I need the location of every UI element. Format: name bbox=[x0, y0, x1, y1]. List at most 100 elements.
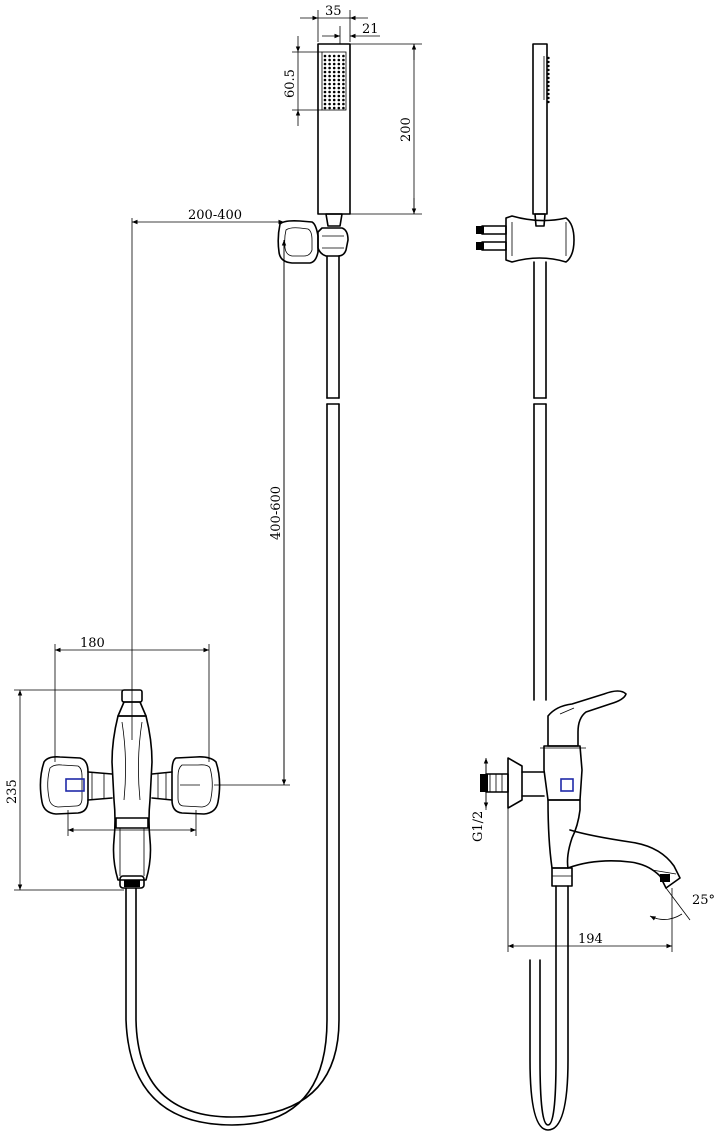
spray-nozzle bbox=[337, 74, 341, 78]
spray-nozzle bbox=[337, 106, 341, 110]
spray-side-nozzle bbox=[547, 88, 550, 92]
dim-head-offset: 21 bbox=[362, 22, 379, 37]
spray-nozzle bbox=[332, 102, 336, 106]
spray-nozzle bbox=[328, 90, 331, 94]
spray-nozzle bbox=[332, 66, 336, 70]
spray-nozzle bbox=[328, 66, 331, 70]
spray-side-nozzle bbox=[547, 68, 550, 72]
spray-nozzle bbox=[342, 106, 345, 110]
mixer-front bbox=[39, 689, 221, 889]
spray-nozzle bbox=[332, 86, 336, 90]
front-dimensions: 35 21 60.5 200 200-400 400-600 bbox=[5, 4, 422, 891]
spray-side-nozzle bbox=[547, 64, 550, 68]
hand-shower-front bbox=[317, 43, 351, 227]
spray-nozzle bbox=[342, 54, 345, 58]
spray-nozzle bbox=[342, 66, 345, 70]
spray-nozzle bbox=[332, 82, 336, 86]
wall-holder-side bbox=[476, 215, 575, 263]
spray-nozzle bbox=[337, 78, 341, 82]
spray-nozzle bbox=[332, 90, 336, 94]
spray-nozzle bbox=[337, 58, 341, 62]
spray-nozzle bbox=[323, 102, 327, 106]
spray-nozzle bbox=[337, 70, 341, 74]
spray-nozzle bbox=[323, 66, 327, 70]
spray-nozzle bbox=[337, 82, 341, 86]
spray-nozzle bbox=[328, 82, 331, 86]
spray-nozzle bbox=[332, 94, 336, 98]
spray-nozzle bbox=[328, 54, 331, 58]
spray-nozzle bbox=[323, 86, 327, 90]
spray-nozzle bbox=[332, 58, 336, 62]
spray-nozzle bbox=[337, 62, 341, 66]
spray-side-nozzle bbox=[547, 92, 550, 96]
spray-side-nozzle bbox=[547, 84, 550, 88]
spray-nozzle bbox=[337, 90, 341, 94]
hand-shower-side bbox=[532, 43, 550, 227]
dim-spray-height: 60.5 bbox=[283, 69, 298, 98]
dim-holder-distance: 200-400 bbox=[188, 208, 242, 223]
spray-side-nozzle bbox=[547, 80, 550, 84]
spray-side-nozzle bbox=[547, 60, 550, 64]
dim-head-height: 200 bbox=[399, 117, 414, 142]
spray-nozzle bbox=[332, 78, 336, 82]
spray-nozzle bbox=[342, 94, 345, 98]
spray-side-nozzle bbox=[547, 96, 550, 100]
spray-nozzle bbox=[337, 86, 341, 90]
spray-nozzle bbox=[337, 98, 341, 102]
spray-side-nozzle bbox=[547, 56, 550, 60]
spray-nozzle bbox=[323, 78, 327, 82]
spray-side-nozzle bbox=[547, 100, 550, 104]
spray-nozzle bbox=[323, 82, 327, 86]
spray-nozzle bbox=[332, 62, 336, 66]
spray-nozzle bbox=[342, 102, 345, 106]
front-view: 35 21 60.5 200 200-400 400-600 bbox=[5, 4, 422, 1126]
dim-mixer-height: 235 bbox=[5, 779, 20, 804]
spray-nozzle bbox=[337, 54, 341, 58]
spray-nozzle bbox=[323, 74, 327, 78]
mixer-side bbox=[480, 690, 681, 889]
spray-nozzle bbox=[332, 74, 336, 78]
spray-nozzle bbox=[337, 102, 341, 106]
dim-spout-angle: 25° bbox=[692, 893, 715, 908]
spray-nozzle bbox=[328, 106, 331, 110]
spray-nozzle bbox=[342, 58, 345, 62]
spray-nozzle bbox=[328, 70, 331, 74]
dim-head-width: 35 bbox=[325, 4, 342, 19]
spray-side-nozzle bbox=[547, 76, 550, 80]
spray-nozzle bbox=[323, 94, 327, 98]
spray-side-nozzles bbox=[547, 56, 550, 104]
spray-nozzles bbox=[323, 54, 345, 110]
dim-holder-height: 400-600 bbox=[269, 486, 284, 540]
spray-nozzle bbox=[323, 70, 327, 74]
spray-nozzle bbox=[323, 58, 327, 62]
spray-nozzle bbox=[323, 62, 327, 66]
spray-nozzle bbox=[323, 98, 327, 102]
wall-holder-front bbox=[277, 220, 349, 264]
spray-nozzle bbox=[328, 78, 331, 82]
spray-nozzle bbox=[342, 62, 345, 66]
spray-nozzle bbox=[328, 74, 331, 78]
spray-nozzle bbox=[332, 98, 336, 102]
spray-nozzle bbox=[332, 106, 336, 110]
spray-nozzle bbox=[332, 70, 336, 74]
shower-hose-side bbox=[529, 261, 569, 1131]
side-view: G1/2 194 25° bbox=[471, 43, 715, 1131]
spray-nozzle bbox=[328, 102, 331, 106]
spray-nozzle bbox=[323, 54, 327, 58]
spray-side-nozzle bbox=[547, 72, 550, 76]
shower-hose-front bbox=[125, 255, 340, 1126]
spray-nozzle bbox=[342, 74, 345, 78]
spray-nozzle bbox=[328, 86, 331, 90]
spray-nozzle bbox=[342, 70, 345, 74]
spray-nozzle bbox=[342, 90, 345, 94]
spray-nozzle bbox=[342, 82, 345, 86]
spray-nozzle bbox=[342, 78, 345, 82]
spray-nozzle bbox=[337, 94, 341, 98]
spray-nozzle bbox=[323, 90, 327, 94]
dim-mixer-width: 180 bbox=[80, 636, 105, 651]
side-dimensions: G1/2 194 25° bbox=[471, 758, 715, 952]
dim-inlet-thread: G1/2 bbox=[471, 811, 486, 842]
spray-nozzle bbox=[342, 98, 345, 102]
spray-nozzle bbox=[323, 106, 327, 110]
